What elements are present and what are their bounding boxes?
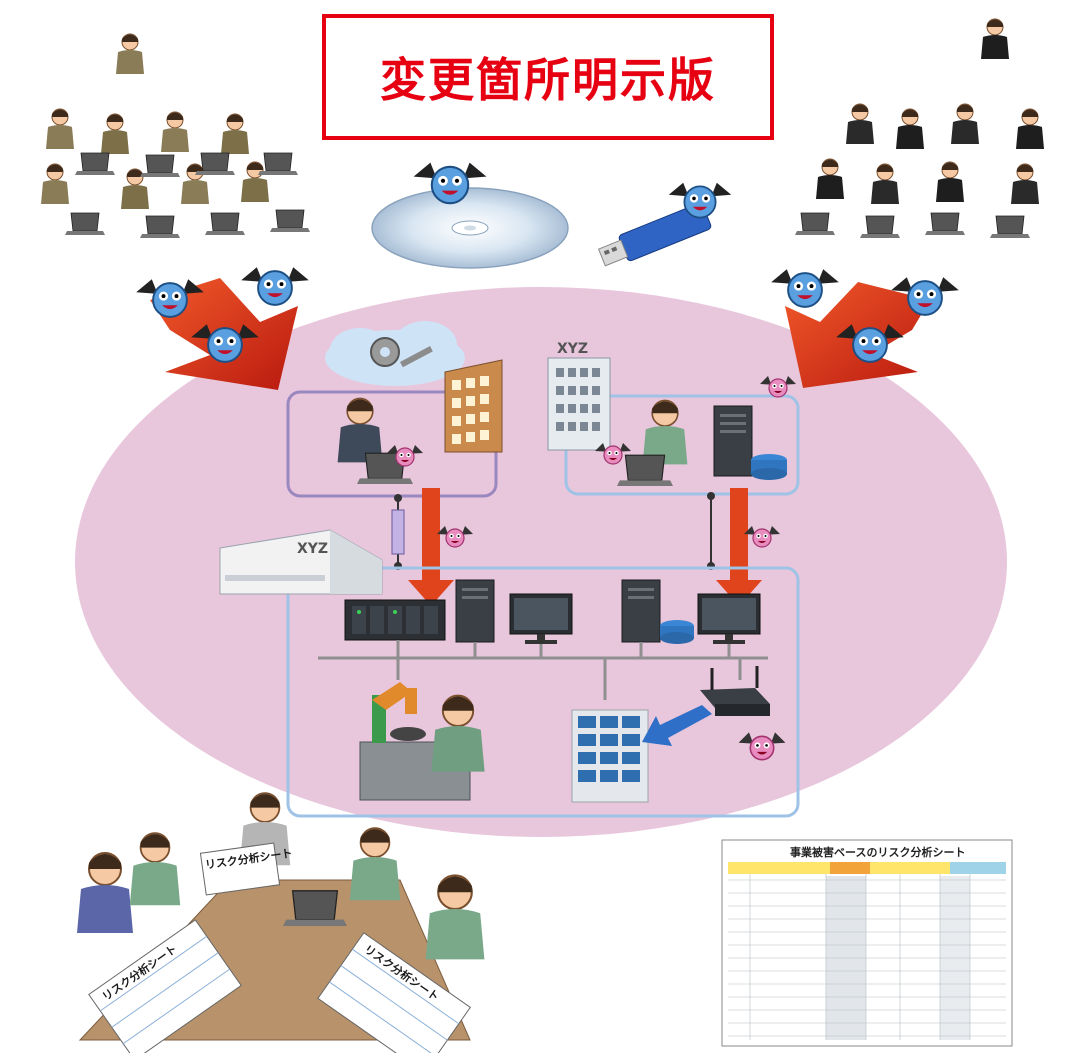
cd-disc-icon <box>371 187 569 269</box>
office-building-icon: XYZ <box>547 341 611 451</box>
monitor-icon <box>509 593 573 644</box>
server-tower-icon <box>621 579 661 643</box>
database-icon <box>660 620 694 644</box>
attacker-group-suits-icon <box>794 18 1045 239</box>
database-icon <box>751 454 787 480</box>
bat-virus-icon <box>770 268 840 308</box>
server-tower-icon <box>455 579 495 643</box>
attacker-group-military-icon <box>40 33 311 239</box>
risk-sheet-document-title: 事業被害ベースのリスク分析シート <box>790 845 965 859</box>
office-building-label: XYZ <box>557 341 588 357</box>
warehouse-rack-icon <box>571 709 649 803</box>
intrusion-arrow-router <box>642 705 712 746</box>
lan-bus <box>318 640 768 700</box>
bat-virus-icon <box>240 266 310 306</box>
intrusion-arrow-right <box>716 488 762 606</box>
factory-building-label: XYZ <box>297 541 328 557</box>
network-zone-ellipse <box>75 287 1007 837</box>
server-tower-icon <box>713 405 753 477</box>
title-box: 変更箇所明示版 <box>322 14 774 140</box>
factory-building-icon: XYZ <box>219 529 383 595</box>
router-icon <box>700 666 770 716</box>
office-building-icon <box>444 359 503 453</box>
intrusion-arrow-left <box>408 488 454 606</box>
page-title: 変更箇所明示版 <box>380 53 716 107</box>
cloud-gear-wrench-icon <box>325 321 465 386</box>
monitor-icon <box>697 593 761 644</box>
plc-controller-icon <box>344 599 446 641</box>
factory-network-box <box>286 566 800 818</box>
risk-sheet-document-icon: 事業被害ベースのリスク分析シート <box>721 839 1013 1047</box>
network-connector-right <box>707 492 715 570</box>
